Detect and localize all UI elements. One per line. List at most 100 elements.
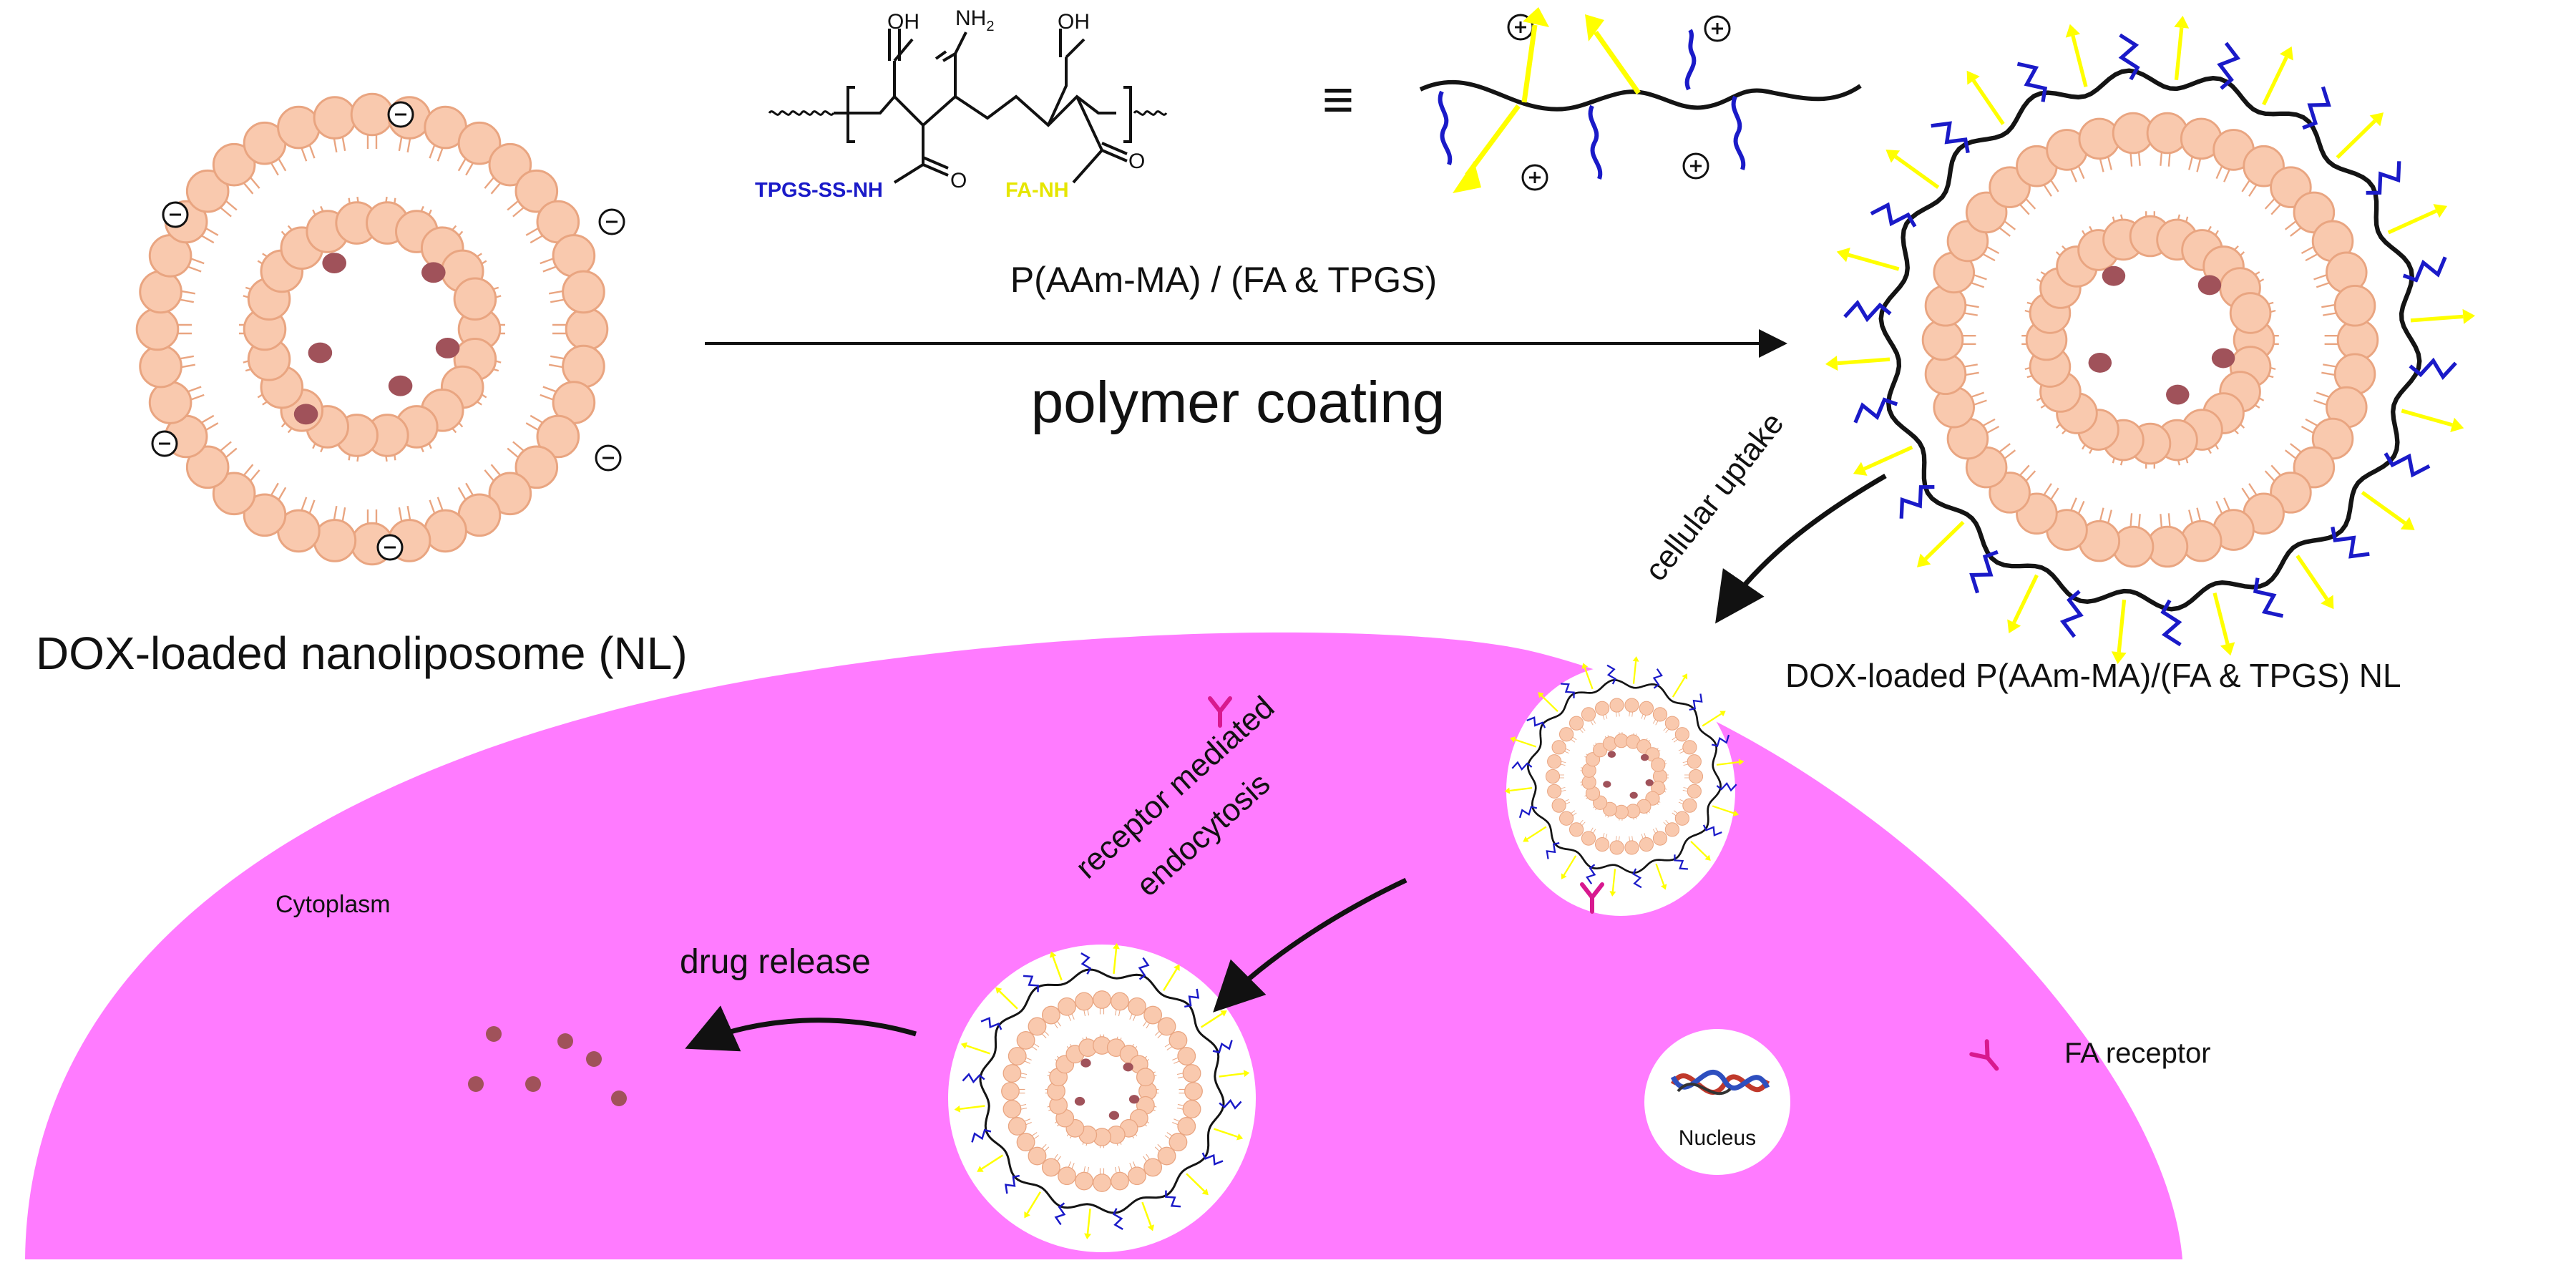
- uncoated-nanoliposome: [135, 92, 609, 566]
- free-drug: [525, 1076, 541, 1092]
- lipid-head: [1687, 784, 1702, 799]
- lipid-head: [350, 92, 394, 137]
- lipid-head: [1664, 822, 1680, 837]
- fa-ligand: [2462, 308, 2476, 324]
- fa-ligand: [1836, 248, 1850, 263]
- fa-ligand: [954, 1105, 961, 1113]
- tpgs-chain: [980, 1017, 1002, 1030]
- fa-ligand: [995, 987, 1002, 994]
- drug-molecule: [1641, 753, 1649, 761]
- lipid-head: [1028, 1146, 1047, 1166]
- free-drug: [486, 1026, 502, 1042]
- fa-ligand: [1732, 810, 1739, 816]
- lipid-head: [1157, 1017, 1176, 1036]
- tpgs-chain: [1023, 975, 1039, 992]
- negative-charge-icon: [151, 430, 178, 457]
- fa-receptor-icon: [1580, 882, 1604, 914]
- entering-nanoliposome: [1504, 656, 1745, 916]
- lipid-head: [488, 472, 532, 516]
- fa-ligand: [2400, 517, 2415, 530]
- tpgs-chain: [1899, 484, 1935, 519]
- polymer-name-label: P(AAm-MA) / (FA & TPGS): [1010, 260, 1437, 300]
- lipid-head: [1551, 740, 1566, 755]
- drug-molecule: [1607, 751, 1616, 758]
- left-liposome-label: DOX-loaded nanoliposome (NL): [36, 628, 688, 679]
- fa-ligand: [1682, 673, 1688, 680]
- lipid-head: [135, 307, 180, 351]
- lipid-head: [139, 344, 182, 389]
- fa-ligand: [1510, 736, 1516, 743]
- polymer-shell: [1878, 68, 2422, 612]
- tpgs-chain: [2402, 256, 2447, 283]
- lipid-head: [1008, 1117, 1027, 1136]
- tpgs-chain: [1526, 716, 1546, 728]
- lipid-head: [148, 381, 192, 424]
- lipid-head: [1624, 698, 1639, 713]
- fa-ligand: [2174, 15, 2190, 29]
- fa-ligand: [1581, 663, 1589, 669]
- fa-ligand: [2007, 619, 2021, 634]
- lipid-head: [514, 169, 559, 213]
- lipid-head: [1624, 840, 1639, 855]
- lipid-head: [1651, 757, 1666, 772]
- fa-ligand: [2279, 46, 2293, 61]
- lipid-head: [1093, 1174, 1111, 1192]
- lipid-head: [1028, 1017, 1047, 1036]
- lipid-head: [1016, 1030, 1035, 1050]
- fa-ligand: [2321, 595, 2334, 610]
- tpgs-chain: [1652, 668, 1663, 689]
- fa-ligand: [1112, 943, 1120, 950]
- cooh-left-label: OH: [887, 10, 919, 34]
- negative-charge-icon: [376, 534, 404, 561]
- fa-ligand: [2433, 204, 2448, 218]
- tpgs-chain: [2217, 42, 2241, 90]
- drug-molecule: [1645, 779, 1654, 786]
- positive-charge-icon: [1521, 164, 1548, 191]
- tpgs-chain: [1702, 824, 1722, 836]
- lipid-head: [457, 121, 502, 165]
- drug-molecule: [2102, 265, 2126, 286]
- chemical-structure: [768, 29, 1168, 184]
- fa-ligand: [2111, 651, 2127, 665]
- fa-ligand: [1916, 553, 1931, 567]
- lipid-head: [1177, 1047, 1196, 1065]
- fa-ligand: [1561, 873, 1567, 879]
- lipid-head: [1682, 798, 1697, 813]
- released-drug-molecules: [468, 1026, 627, 1106]
- drug-molecule: [2166, 384, 2190, 405]
- lipid-head: [1075, 992, 1093, 1011]
- lipid-head: [1002, 1100, 1022, 1118]
- lipid-head: [1128, 997, 1146, 1016]
- negative-charges: [151, 14, 1731, 561]
- fa-ligand: [1660, 884, 1667, 890]
- cytoplasm-label: Cytoplasm: [275, 891, 391, 918]
- lipid-head: [1182, 1064, 1201, 1083]
- positive-charge-icon: [1704, 15, 1731, 42]
- endosome-nanoliposome: [948, 943, 1256, 1252]
- tpgs-chain: [1004, 1174, 1020, 1194]
- lipid-head: [1652, 831, 1668, 846]
- lipid-head: [212, 472, 256, 516]
- free-drug: [611, 1091, 627, 1106]
- tpgs-chain: [1184, 988, 1200, 1008]
- lipid-head: [1016, 1133, 1035, 1152]
- drug-molecule: [421, 262, 446, 283]
- lipid-head: [1551, 798, 1566, 813]
- lipid-head: [1652, 707, 1668, 722]
- polymer-schematic: [1419, 7, 1862, 193]
- o-left-label: O: [950, 169, 967, 192]
- free-drug: [468, 1076, 484, 1092]
- o-right-label: O: [1128, 150, 1145, 173]
- fa-receptor-icon: [1208, 696, 1232, 728]
- polymer-shell: [1527, 679, 1722, 874]
- lipid-head: [1547, 784, 1562, 799]
- fa-ligand: [960, 1042, 968, 1049]
- lipid-head: [1041, 1005, 1060, 1025]
- tpgs-chain: [1969, 550, 1999, 594]
- tpgs-chain: [1606, 664, 1616, 685]
- tpgs-chain: [2384, 452, 2431, 478]
- negative-charge-icon: [598, 208, 625, 235]
- lipid-head: [1568, 822, 1584, 837]
- lipid-head: [1008, 1047, 1027, 1065]
- lipid-head: [243, 493, 287, 537]
